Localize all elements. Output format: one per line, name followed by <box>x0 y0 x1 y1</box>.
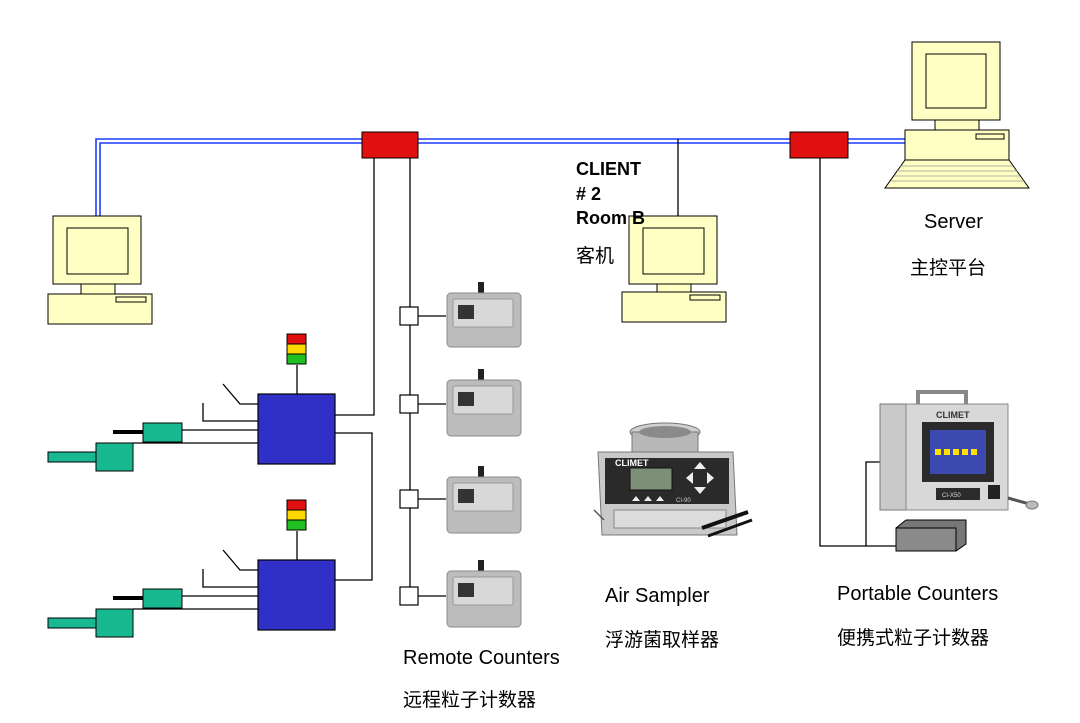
wiring <box>113 139 896 610</box>
portable-counters-label-cn: 便携式粒子计数器 <box>837 627 990 649</box>
air-sampler-label: Air Sampler <box>605 585 710 607</box>
junction-box <box>399 489 419 509</box>
server-label-cn: 主控平台 <box>910 257 987 279</box>
air-sampler-device: CLIMET CI-90 <box>593 422 753 538</box>
client-computer-room-b <box>621 215 727 323</box>
remote-counter-unit <box>446 560 522 628</box>
server-computer <box>884 41 1030 189</box>
junction-box <box>399 306 419 326</box>
sensor <box>142 588 183 609</box>
network-hub <box>361 131 419 159</box>
remote-counters-label-cn: 远程粒子计数器 <box>403 689 537 711</box>
junction-box <box>399 586 419 606</box>
stack-light <box>286 333 307 365</box>
client-label-number: # 2 <box>576 184 602 204</box>
junction-boxes <box>399 306 419 606</box>
sensor <box>142 422 183 443</box>
sensor-probes <box>113 430 143 600</box>
junction-box <box>399 394 419 414</box>
remote-counter-unit <box>446 282 522 348</box>
controller-box <box>257 393 336 465</box>
sensor-probe <box>47 617 97 629</box>
server-label: Server <box>924 211 983 233</box>
sensors <box>47 422 183 638</box>
network-cable <box>99 142 905 216</box>
portable-model: CI-X50 <box>942 493 961 499</box>
remote-counter-unit <box>446 369 522 437</box>
sensor-probe <box>47 451 97 463</box>
air-sampler-brand: CLIMET <box>615 458 649 468</box>
portable-interface-box <box>895 519 967 552</box>
client-label-room: Room B <box>576 208 645 228</box>
remote-counters <box>446 282 522 628</box>
air-sampler-model: CI-90 <box>676 498 691 504</box>
network-hub <box>789 131 849 159</box>
client-computer-left <box>47 215 153 325</box>
portable-counters-label: Portable Counters <box>837 583 999 605</box>
remote-counter-unit <box>446 466 522 534</box>
client-label-title: CLIENT <box>576 159 641 179</box>
sensor <box>95 442 134 472</box>
stack-light <box>286 499 307 531</box>
portable-counter-device: CLIMET CI-X50 <box>879 390 1039 511</box>
client-label-cn: 客机 <box>576 245 615 267</box>
network-backbone <box>95 138 905 216</box>
air-sampler-label-cn: 浮游菌取样器 <box>605 629 720 651</box>
controller-box <box>257 559 336 631</box>
portable-brand: CLIMET <box>936 410 970 420</box>
remote-counters-label: Remote Counters <box>403 647 560 669</box>
network-cable <box>95 138 905 216</box>
sensor <box>95 608 134 638</box>
